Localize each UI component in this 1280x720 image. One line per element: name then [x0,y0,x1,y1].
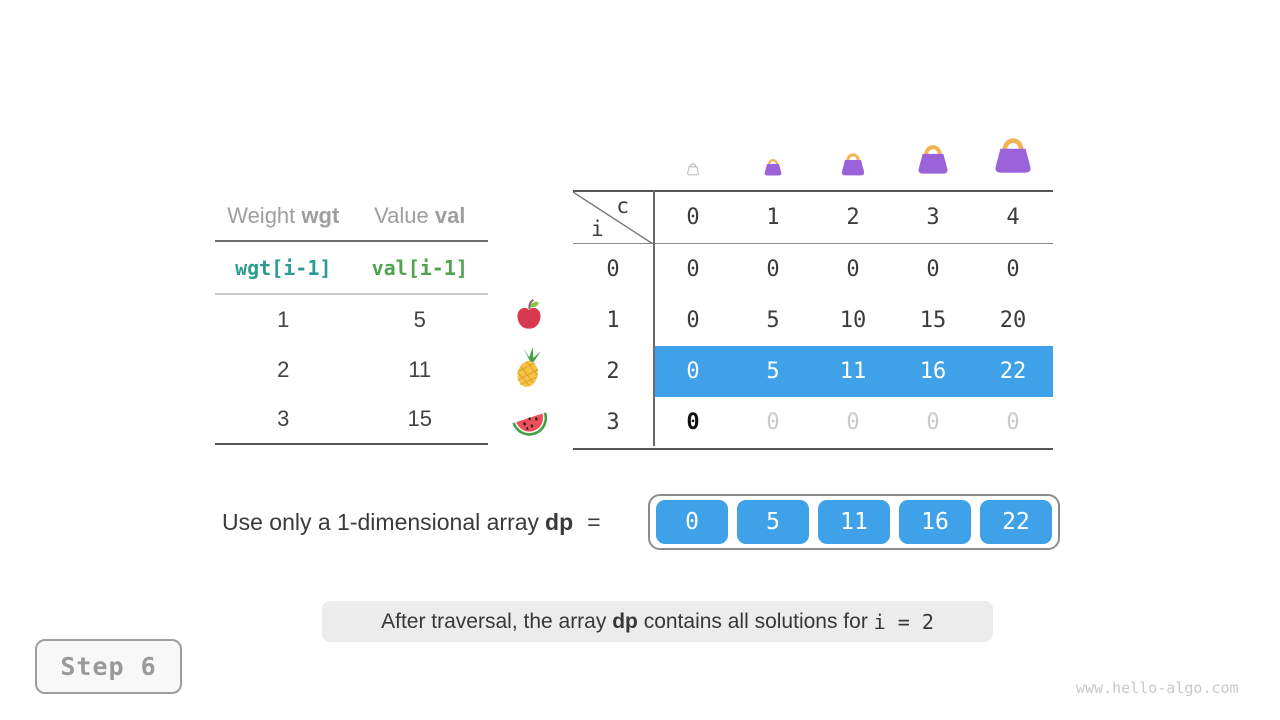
items-table: Weight wgt Value val wgt[i-1] val[i-1] 1… [215,192,488,445]
dp-cell-pending: 0 [926,410,940,435]
item-weight: 3 [277,406,290,431]
dp-cell: 0 [846,257,860,282]
weight-column-header: Weight wgt [227,203,340,228]
bag-xlarge-icon [990,132,1036,183]
col-header: 4 [1006,205,1020,230]
col-variable: c [616,194,629,218]
dp-array-cell: 22 [980,500,1052,544]
dp-cell-fresh: 0 [686,410,700,435]
weight-formula: wgt[i-1] [235,255,332,280]
dp-variable: dp [612,609,638,633]
bag-medium-icon [838,150,868,183]
apple-icon [512,298,546,337]
row-header: 3 [606,410,620,435]
dp-row-2-highlighted: 2 0 5 11 16 22 [573,346,1053,397]
value-formula: val[i-1] [371,255,468,280]
table-vertical-divider [653,190,655,446]
formula-row: wgt[i-1] val[i-1] [215,242,488,295]
dp-row-0: 0 0 0 0 0 0 [573,244,1053,295]
dp-array-cell: 5 [737,500,809,544]
dp-corner-cell: c i [573,192,653,244]
dp-cell: 0 [926,257,940,282]
dp-cell: 5 [766,308,780,333]
equals-sign: = [587,509,601,535]
dp-array-cell: 0 [656,500,728,544]
dp-array: 0 5 11 16 22 [648,494,1060,550]
dp-variable: dp [545,509,574,535]
dp-cell: 10 [839,308,867,333]
row-variable: i [591,217,604,241]
dp-cell: 5 [766,359,780,384]
pineapple-icon [511,346,549,395]
item-weight: 1 [277,307,290,332]
bag-small-icon [762,156,784,183]
row-header: 1 [606,308,620,333]
item-row: 1 5 [215,295,488,345]
dp-cell: 20 [999,308,1027,333]
bag-large-icon [914,140,952,183]
dp-array-cell: 11 [818,500,890,544]
dp-table: c i 0 1 2 3 4 0 0 0 0 0 0 1 0 5 10 [573,190,1053,450]
item-value: 15 [407,406,432,431]
dp-cell: 0 [766,257,780,282]
dp-cell: 11 [839,359,867,384]
dp-cell: 15 [919,308,947,333]
step-badge: Step 6 [35,639,182,694]
col-header: 3 [926,205,940,230]
item-value: 11 [408,357,432,382]
diagonal-divider [573,192,653,244]
col-header: 0 [686,205,700,230]
caption-banner: After traversal, the array dp contains a… [322,601,993,642]
dp-cell: 0 [686,359,700,384]
dp-array-cell: 16 [899,500,971,544]
bag-ghost-icon [685,160,701,183]
dp-cell: 0 [1006,257,1020,282]
dp-row-1: 1 0 5 10 15 20 [573,295,1053,346]
dp-row-3: 3 0 0 0 0 0 [573,397,1053,448]
watermelon-icon [509,404,551,445]
dp-cell-pending: 0 [846,410,860,435]
item-row: 3 15 [215,395,488,445]
item-weight: 2 [277,357,290,382]
items-table-header: Weight wgt Value val [215,192,488,242]
dp-cell: 0 [686,257,700,282]
i-equals-expression: i = 2 [873,609,934,634]
row-header: 2 [606,359,620,384]
dp-cell-pending: 0 [766,410,780,435]
item-row: 2 11 [215,345,488,395]
row-header: 0 [606,257,620,282]
value-column-header: Value val [374,203,466,228]
dp-cell: 22 [999,359,1027,384]
dp-cell: 16 [919,359,947,384]
item-value: 5 [413,307,426,332]
col-header: 1 [766,205,780,230]
dp-cell: 0 [686,308,700,333]
dp-table-header: c i 0 1 2 3 4 [573,192,1053,244]
site-watermark: www.hello-algo.com [1076,679,1239,697]
dp-cell-pending: 0 [1006,410,1020,435]
col-header: 2 [846,205,860,230]
